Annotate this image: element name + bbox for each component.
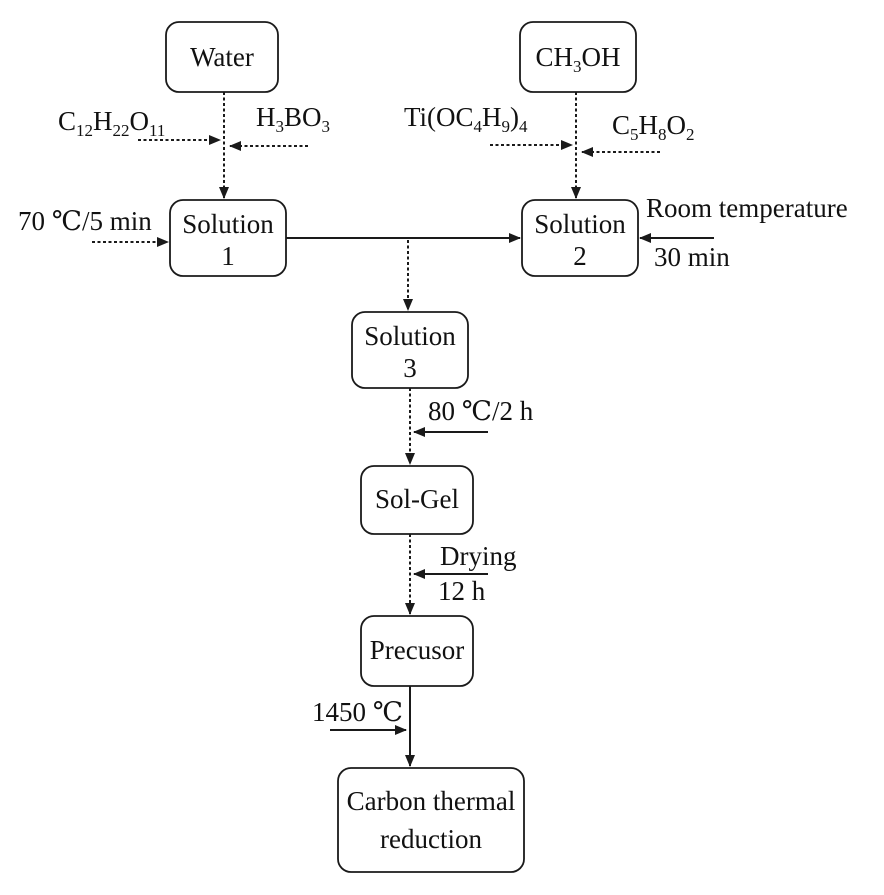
calcination-condition-label: 1450 ℃ [312,697,403,727]
solution-2-box: Solution 2 [521,199,639,277]
water-box-label: Water [190,42,254,72]
drying-condition-label-line1: Drying [440,541,517,571]
sol-gel-box: Sol-Gel [360,465,474,535]
drying-condition-label-line2: 12 h [438,576,486,606]
solution-3-label: Solution [364,321,456,351]
solution-1-condition-label: 70 ℃/5 min [18,206,152,236]
methanol-box-label: CH3OH [535,42,620,76]
water-box: Water [165,21,279,93]
carbon-thermal-reduction-box: Carbon thermal reduction [337,767,525,873]
solution-2-condition-label-line1: Room temperature [646,193,848,223]
gelation-condition-label: 80 ℃/2 h [428,396,534,426]
acetylacetone-label: C5H8O2 [612,110,695,144]
solution-2-label: Solution [534,209,626,239]
reduction-label-line2: reduction [380,824,482,854]
solution-3-box: Solution 3 [351,311,469,389]
solution-1-box: Solution 1 [169,199,287,277]
solution-1-number: 1 [221,241,235,271]
precursor-label: Precusor [370,635,464,665]
methanol-box: CH3OH [519,21,637,93]
solution-1-label: Solution [182,209,274,239]
titanium-butoxide-label: Ti(OC4H9)4 [404,102,528,136]
solution-3-number: 3 [403,353,417,383]
boric-acid-label: H3BO3 [256,102,330,136]
sol-gel-label: Sol-Gel [375,484,459,514]
precursor-box: Precusor [360,615,474,687]
reduction-label-line1: Carbon thermal [347,786,516,816]
solution-2-number: 2 [573,241,587,271]
sucrose-label: C12H22O11 [58,106,165,140]
solution-2-condition-label-line2: 30 min [654,242,730,272]
